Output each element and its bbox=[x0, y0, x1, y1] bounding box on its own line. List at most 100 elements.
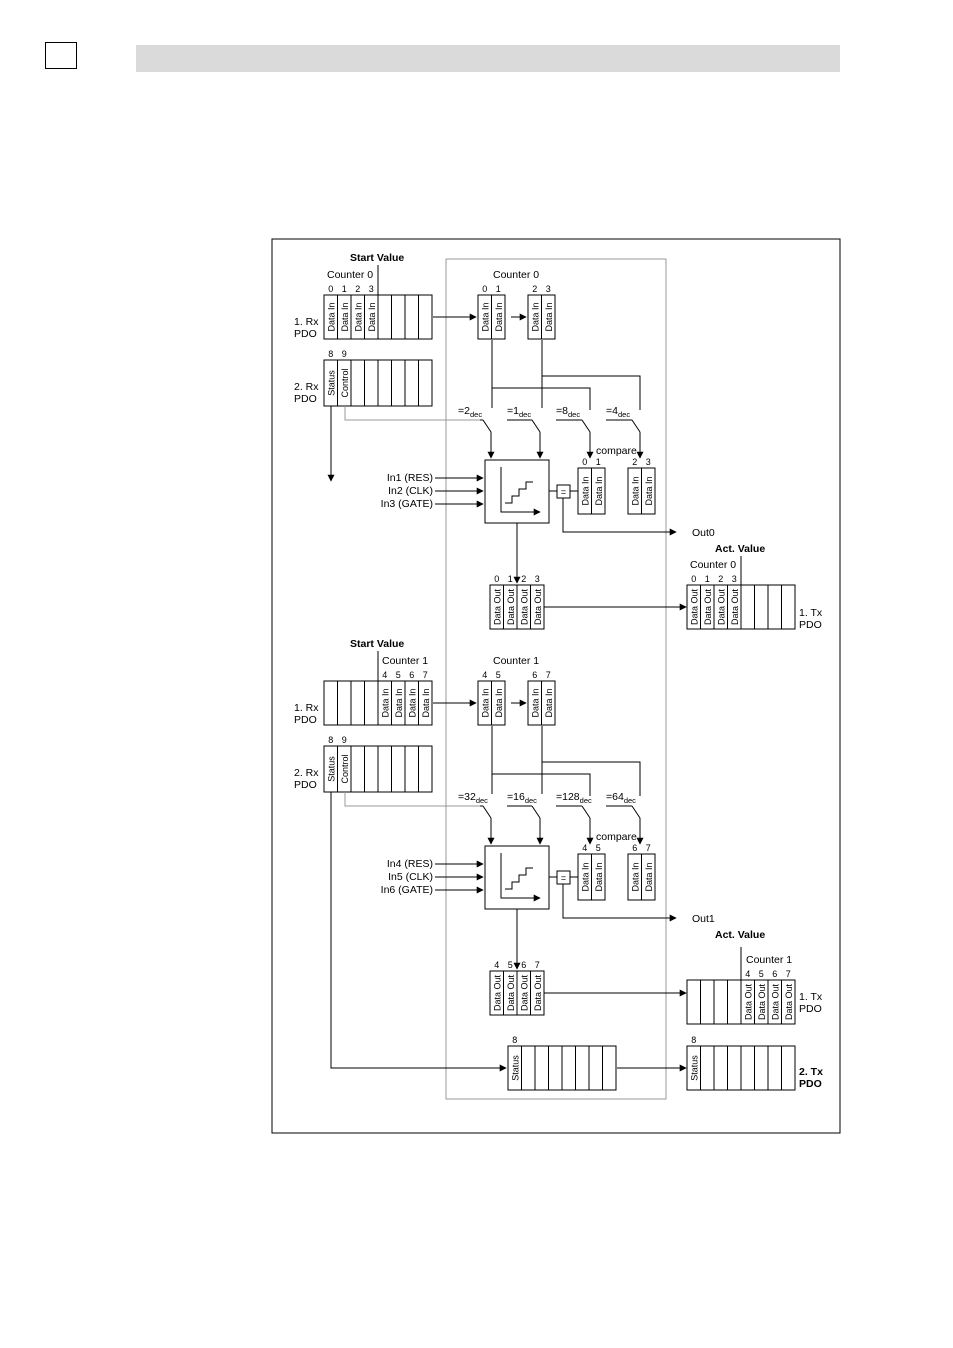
section-1-compare-register-b-cell-label: Data In bbox=[630, 862, 640, 891]
section-1-rx2-pdo-label: 2. Rx bbox=[294, 767, 319, 779]
section-1-rx1-register-cell-label: Data In bbox=[421, 688, 431, 717]
section-0-rx2-pdo-label-2: PDO bbox=[294, 393, 317, 405]
section-0-rx1-register-cell-label: Data In bbox=[353, 302, 363, 331]
section-1-rx1-register-index: 4 bbox=[382, 670, 387, 680]
section-0-switch-label-1: =1dec bbox=[507, 405, 531, 419]
section-1-tx-register-index: 7 bbox=[786, 969, 791, 979]
section-0-inner-register-b-index: 2 bbox=[532, 284, 537, 294]
section-1-control-wire bbox=[344, 792, 480, 807]
status-register-index: 8 bbox=[512, 1035, 517, 1045]
section-1-rx2-register-cell-label: Control bbox=[340, 754, 350, 783]
section-0-rx1-pdo-label: 1. Rx bbox=[294, 316, 319, 328]
section-1-switch-label-3: =64dec bbox=[606, 791, 636, 805]
section-0-rx1-register-index: 2 bbox=[355, 284, 360, 294]
section-1-compare-register-b-cell-label: Data In bbox=[644, 862, 654, 891]
section-0-input-label-2: In3 (GATE) bbox=[381, 498, 433, 510]
section-0-switch-label-3: =4dec bbox=[606, 405, 630, 419]
section-1-rx2-register-index: 9 bbox=[342, 735, 347, 745]
section-1-out-register-cell-label: Data Out bbox=[492, 974, 502, 1011]
section-1-rx1-counter-label: Counter 1 bbox=[382, 655, 428, 667]
section-1-tx-register-cell-label: Data Out bbox=[757, 983, 767, 1020]
section-1-rx1-pdo-label-2: PDO bbox=[294, 714, 317, 726]
section-1-switch-label-1: =16dec bbox=[507, 791, 537, 805]
section-0-compare-register-b-index: 3 bbox=[646, 457, 651, 467]
section-0-switch-label-2: =8dec bbox=[556, 405, 580, 419]
header-band bbox=[136, 45, 840, 72]
section-0-act-value-title: Act. Value bbox=[715, 543, 765, 555]
section-1-tx-pdo-label: 1. Tx bbox=[799, 991, 823, 1003]
section-0-rx2-register-cell-label: Status bbox=[326, 370, 336, 396]
section-0-counter-block bbox=[484, 459, 550, 524]
section-1-switch-blade-0 bbox=[482, 805, 492, 819]
section-1-rx1-register-index: 7 bbox=[423, 670, 428, 680]
section-0-rx1-register-index: 0 bbox=[328, 284, 333, 294]
section-0-compare-register-b-index: 2 bbox=[632, 457, 637, 467]
section-1-out-register-index: 7 bbox=[535, 960, 540, 970]
section-0-tx-register-index: 3 bbox=[732, 574, 737, 584]
section-0-compare-label: compare bbox=[596, 445, 637, 457]
section-1-compare-register-a-cell-label: Data In bbox=[580, 862, 590, 891]
section-0-inner-register-b-cell-label: Data In bbox=[544, 302, 554, 331]
section-1-out-register-cell-label: Data Out bbox=[533, 974, 543, 1011]
counter-module-box bbox=[445, 258, 667, 1100]
section-0-compare-register-a-cell-label: Data In bbox=[580, 476, 590, 505]
section-1-counter-staircase bbox=[505, 867, 533, 890]
tx2-pdo-label-2: PDO bbox=[799, 1078, 822, 1090]
diagram-frame bbox=[271, 238, 841, 1134]
section-1-output-label: Out1 bbox=[692, 913, 715, 925]
section-1-switch-label-0: =32dec bbox=[458, 791, 488, 805]
section-1-compare-label: compare bbox=[596, 831, 637, 843]
section-0-rx1-pdo-label-2: PDO bbox=[294, 328, 317, 340]
section-0-rx1-register-cell-label: Data In bbox=[340, 302, 350, 331]
section-0-out-register-index: 2 bbox=[521, 574, 526, 584]
section-0-out-register-cell-label: Data Out bbox=[533, 588, 543, 625]
section-1-rx2-register-index: 8 bbox=[328, 735, 333, 745]
section-1-inner-counter-label: Counter 1 bbox=[493, 655, 539, 667]
section-0-rx2-register-index: 8 bbox=[328, 349, 333, 359]
section-0-tx-register-cell-label: Data Out bbox=[716, 588, 726, 625]
section-0-switch-label-0: =2dec bbox=[458, 405, 482, 419]
section-1-rx1-register-cell-label: Data In bbox=[380, 688, 390, 717]
section-0-tx-register-cell-label: Data Out bbox=[730, 588, 740, 625]
section-0-tx-register-cell-label: Data Out bbox=[703, 588, 713, 625]
section-0-out-register-cell-label: Data Out bbox=[506, 588, 516, 625]
section-0-tx-register-index: 1 bbox=[705, 574, 710, 584]
section-0-tx-register-index: 2 bbox=[718, 574, 723, 584]
section-0-counter-staircase bbox=[505, 481, 533, 504]
section-1-rx2-pdo-label-2: PDO bbox=[294, 779, 317, 791]
section-1-inner-register-a-cell-label: Data In bbox=[494, 688, 504, 717]
section-1-rx1-register-index: 5 bbox=[396, 670, 401, 680]
section-0-rx1-register-index: 3 bbox=[369, 284, 374, 294]
section-1-input-label-2: In6 (GATE) bbox=[381, 884, 433, 896]
section-1-input-label-0: In4 (RES) bbox=[387, 858, 433, 870]
page-number-box bbox=[45, 42, 77, 69]
section-0-inner-counter-label: Counter 0 bbox=[493, 269, 539, 281]
section-1-counter-block bbox=[484, 845, 550, 910]
section-0-tx-pdo-label: 1. Tx bbox=[799, 607, 823, 619]
section-1-counter-axes bbox=[500, 856, 541, 902]
section-0-switch-blade-0 bbox=[482, 419, 492, 433]
section-0-input-label-0: In1 (RES) bbox=[387, 472, 433, 484]
section-0-compare-register-a-index: 0 bbox=[582, 457, 587, 467]
section-0-tx-pdo-label-2: PDO bbox=[799, 619, 822, 631]
status-register-cell-label: Status bbox=[510, 1055, 520, 1081]
section-1-out-wire bbox=[562, 884, 677, 922]
tx2-pdo-label: 2. Tx bbox=[799, 1066, 823, 1078]
section-1-tx-register-cell-label: Data Out bbox=[770, 983, 780, 1020]
section-0-inner-register-b-index: 3 bbox=[546, 284, 551, 294]
section-0-out-register-cell-label: Data Out bbox=[492, 588, 502, 625]
section-0-rx1-register-cell-label: Data In bbox=[326, 302, 336, 331]
section-0-rx1-counter-label: Counter 0 bbox=[327, 269, 373, 281]
section-1-wire-b-to-switch bbox=[541, 726, 641, 796]
section-1-inner-register-b-index: 6 bbox=[532, 670, 537, 680]
section-1-out-register-index: 6 bbox=[521, 960, 526, 970]
section-0-out-wire bbox=[562, 498, 677, 536]
section-0-switch-blade-3 bbox=[631, 419, 641, 433]
section-0-inner-register-a-cell-label: Data In bbox=[480, 302, 490, 331]
section-1-rx1-register-cell-label: Data In bbox=[407, 688, 417, 717]
section-0-switch-blade-1 bbox=[531, 419, 541, 433]
section-1-tx-register-index: 4 bbox=[745, 969, 750, 979]
status-wire-to-register bbox=[330, 792, 507, 1072]
section-0-equals-symbol: = bbox=[561, 487, 566, 497]
section-0-inner-register-a-index: 0 bbox=[482, 284, 487, 294]
